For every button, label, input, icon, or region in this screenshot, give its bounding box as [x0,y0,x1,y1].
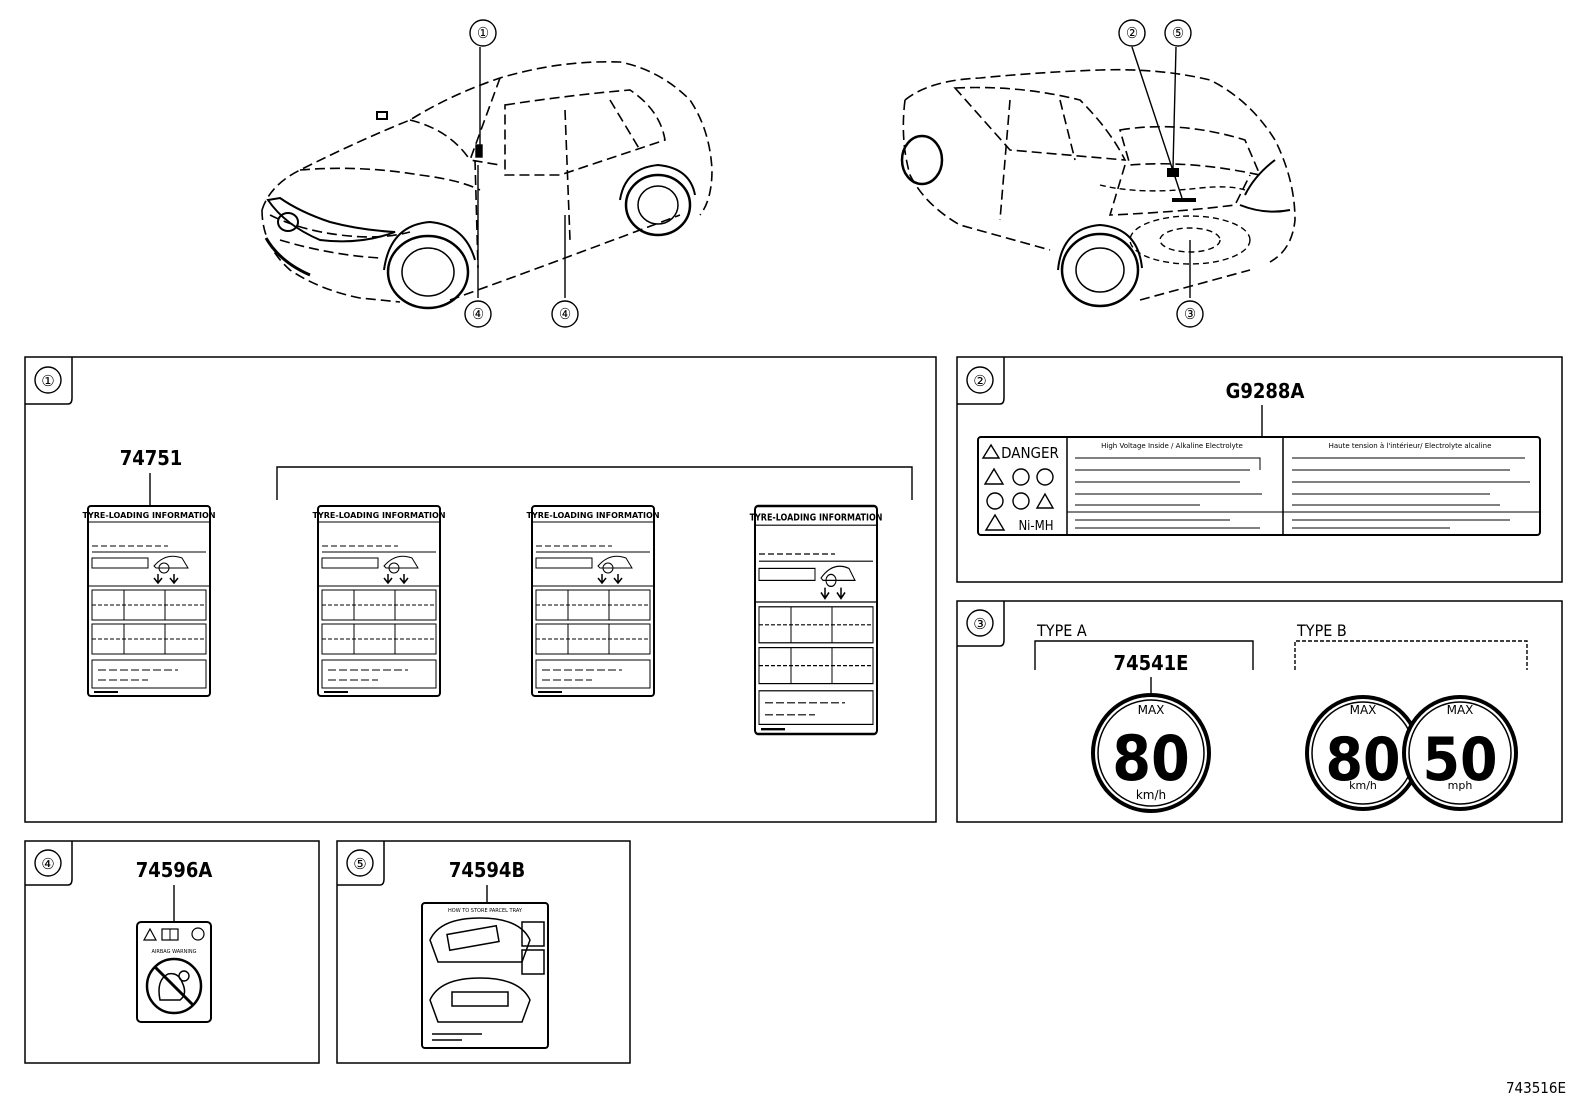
callout-4-left: ④ [472,305,484,323]
prohibition-icon [1012,492,1030,510]
tyre-label-1: TYRE-LOADING INFORMATION [82,505,216,697]
label-text-fr: Haute tension à l'intérieur/ Electrolyte… [1329,442,1492,450]
panel-4-callout: ④ [41,855,54,873]
panel-1: ① 74751 TYRE-LOADING INFORMATION TYRE-LO… [24,356,937,823]
parcel-label-text: HOW TO STORE PARCEL TRAY [448,908,523,914]
label-text-en: High Voltage Inside / Alkaline Electroly… [1101,442,1243,450]
callout-1-top: ① [477,24,489,42]
svg-text:80: 80 [1325,725,1400,795]
speed-sign-80-type-b: MAX 80 km/h [1305,695,1421,811]
warning-triangle-icon [142,927,158,941]
panel-3-part-number: 74541E [1114,651,1189,675]
callout-4-right: ④ [559,305,571,323]
panel-5-callout: ⑤ [353,855,366,873]
panel-4-part-number: 74596A [136,858,213,882]
panel-3: ③ TYPE A TYPE B 74541E MAX 80 km/h MAX 8… [956,600,1563,823]
rear-label-mark-2 [1172,198,1196,202]
svg-text:TYRE-LOADING INFORMATION: TYRE-LOADING INFORMATION [82,511,215,520]
speed-sign-80-type-a: MAX 80 km/h [1091,693,1211,813]
type-a-label: TYPE A [1036,621,1087,640]
tyre-label-4: TYRE-LOADING INFORMATION [750,504,883,736]
car-front-view [261,61,713,303]
svg-text:MAX: MAX [1350,703,1377,717]
svg-text:TYRE-LOADING INFORMATION: TYRE-LOADING INFORMATION [312,511,445,520]
type-b-label: TYPE B [1296,621,1347,640]
panel-4: ④ 74596A AIRBAG WARNING [24,840,320,1064]
car-front-grille [264,111,396,277]
parcel-tray-label: HOW TO STORE PARCEL TRAY [421,902,549,1049]
speed-sign-50-mph: MAX 50 mph [1402,695,1518,811]
warning-triangle-icon [983,467,1005,485]
car-front-wheels [383,163,696,310]
panel-1-callout: ① [41,372,54,390]
callout-2-top: ② [1126,24,1138,42]
panel-2: ② G9288A DANGER Ni-MH High Voltage Insid… [956,356,1563,583]
callout-5-top: ⑤ [1172,24,1184,42]
panel-5: ⑤ 74594B HOW TO STORE PARCEL TRAY [336,840,631,1064]
airbag-label-text: AIRBAG WARNING [152,949,197,955]
svg-text:TYRE-LOADING INFORMATION: TYRE-LOADING INFORMATION [526,511,659,520]
panel-5-part-number: 74594B [449,858,525,882]
svg-text:MAX: MAX [1138,703,1165,717]
car-callouts [464,19,1204,328]
svg-text:km/h: km/h [1136,788,1166,802]
car-rear-view [902,68,1296,301]
panel-3-callout: ③ [973,615,986,633]
svg-text:km/h: km/h [1349,779,1377,792]
svg-text:50: 50 [1422,725,1497,795]
svg-text:TYRE-LOADING INFORMATION: TYRE-LOADING INFORMATION [750,513,883,524]
battery-type: Ni-MH [1018,519,1053,534]
airbag-warning-label: AIRBAG WARNING [136,921,212,1023]
callout-3-bottom: ③ [1184,305,1196,323]
car-rear-wheels [900,134,1291,308]
tyre-label-2: TYRE-LOADING INFORMATION [312,505,446,697]
danger-word: DANGER [1001,444,1059,462]
svg-text:80: 80 [1112,722,1190,795]
prohibition-icon [1012,468,1030,486]
warning-triangle-icon [981,443,1001,459]
hv-battery-label: DANGER Ni-MH High Voltage Inside / Alkal… [977,436,1541,536]
prohibition-icon [986,492,1004,510]
car-rear-spare-tire [1099,184,1251,265]
panel-2-callout: ② [973,372,986,390]
warning-triangle-icon [984,513,1006,531]
tyre-label-3: TYRE-LOADING INFORMATION [526,505,660,697]
panel-1-part-number: 74751 [120,446,183,470]
circle-icon [191,927,205,941]
panel-2-part-number: G9288A [1226,379,1305,403]
prohibition-icon [1036,468,1054,486]
svg-text:MAX: MAX [1447,703,1474,717]
svg-text:mph: mph [1448,779,1473,792]
figure-id: 743516E [1506,1079,1566,1097]
warning-triangle-icon [1035,492,1055,509]
